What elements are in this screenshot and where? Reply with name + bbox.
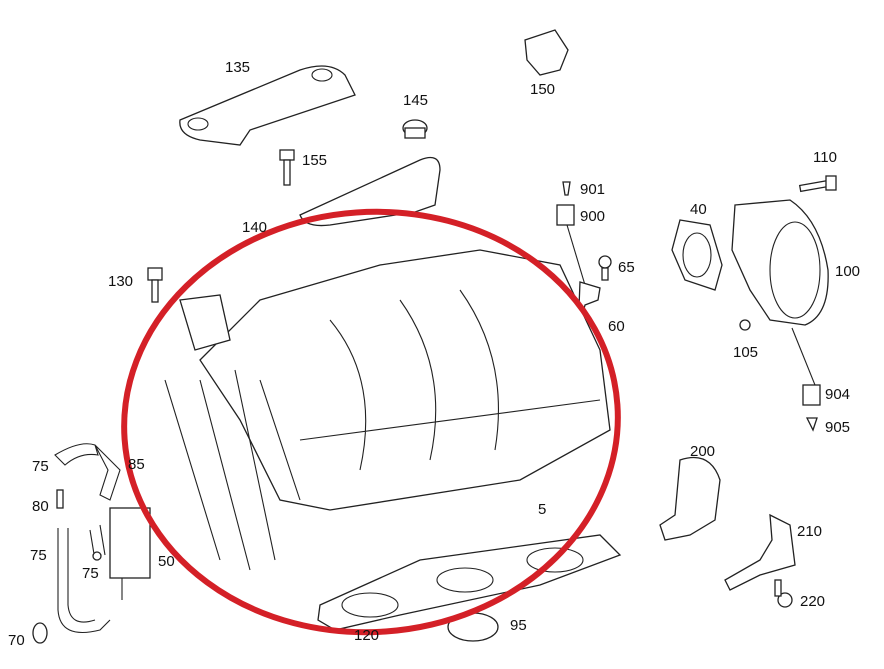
part-904-connector (802, 384, 821, 406)
callout-75: 75 (82, 565, 99, 582)
part-40-gasket (671, 219, 723, 291)
callout-110: 110 (813, 149, 837, 166)
highlight-circle (121, 208, 621, 636)
callout-65: 65 (618, 259, 635, 276)
callout-75: 75 (30, 547, 47, 564)
callout-905: 905 (825, 419, 851, 436)
part-100-throttle-body (731, 199, 829, 326)
callout-40: 40 (690, 201, 707, 218)
callout-135: 135 (225, 59, 251, 76)
callout-210: 210 (797, 523, 823, 540)
part-130-bolt (147, 267, 163, 303)
callout-95: 95 (510, 617, 527, 634)
part-110-bolt (798, 175, 837, 193)
callout-75: 75 (32, 458, 49, 475)
part-220-bolt (774, 579, 793, 608)
callout-900: 900 (580, 208, 606, 225)
callout-105: 105 (733, 344, 759, 361)
part-150-clip (524, 29, 569, 76)
callout-5: 5 (538, 501, 547, 518)
callout-80: 80 (32, 498, 49, 515)
part-70-washer (32, 622, 48, 644)
part-210-bracket (724, 513, 796, 591)
callout-150: 150 (530, 81, 556, 98)
part-5-intake-manifold (109, 249, 611, 579)
callout-200: 200 (690, 443, 716, 460)
callout-901: 901 (580, 181, 606, 198)
part-120-gasket (317, 534, 622, 631)
callout-140: 140 (242, 219, 268, 236)
part-135-bracket (179, 65, 356, 146)
part-200-shield (659, 456, 721, 541)
callout-85: 85 (128, 456, 145, 473)
part-155-bolt (279, 149, 295, 186)
callout-60: 60 (608, 318, 625, 335)
callout-904: 904 (825, 386, 851, 403)
part-900-sensor-connector (556, 204, 575, 226)
callout-130: 130 (108, 273, 134, 290)
callout-70: 70 (8, 632, 25, 649)
callout-220: 220 (800, 593, 826, 610)
callout-155: 155 (302, 152, 328, 169)
callout-50: 50 (158, 553, 175, 570)
callout-100: 100 (835, 263, 861, 280)
callout-145: 145 (403, 92, 429, 109)
callout-120: 120 (354, 627, 380, 644)
